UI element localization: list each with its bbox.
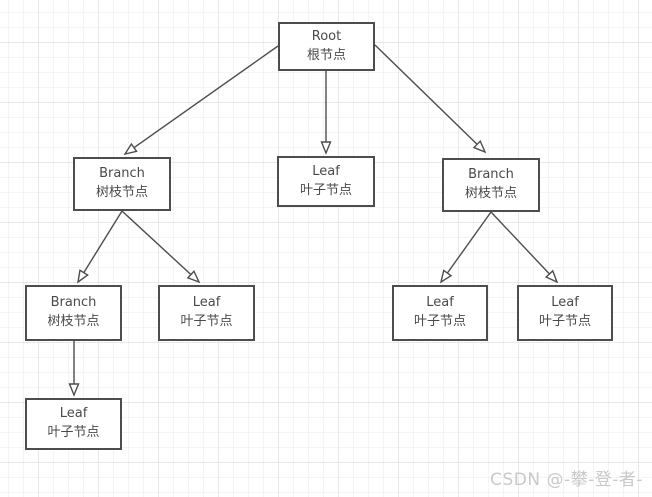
edge-branch-right-to-leaf-right-1[interactable] (441, 211, 492, 282)
node-branch-left[interactable]: Branch 树枝节点 (73, 157, 171, 211)
node-label-zh: 叶子节点 (413, 314, 466, 329)
node-label-zh: 叶子节点 (180, 314, 233, 329)
node-leaf-bottom[interactable]: Leaf 叶子节点 (25, 398, 122, 450)
edge-branch-left-to-leaf-left[interactable] (121, 210, 199, 282)
node-label-en: Leaf (312, 163, 340, 179)
node-label-zh: 叶子节点 (538, 314, 591, 329)
node-label-en: Leaf (192, 295, 221, 311)
node-label-zh: 根节点 (306, 47, 346, 63)
node-label-zh: 叶子节点 (299, 182, 352, 198)
node-label-en: Branch (468, 167, 514, 183)
node-branch-left-2[interactable]: Branch 树枝节点 (25, 285, 122, 341)
node-label-en: Leaf (426, 295, 454, 311)
node-label-en: Leaf (551, 295, 579, 311)
edge-root-to-branch-right[interactable] (374, 44, 485, 152)
node-leaf-left[interactable]: Leaf 叶子节点 (158, 285, 255, 341)
node-label-zh: 叶子节点 (47, 425, 100, 440)
node-label-en: Branch (50, 295, 97, 311)
node-root[interactable]: Root 根节点 (278, 22, 375, 71)
edges-group (74, 44, 557, 395)
node-label-zh: 树枝节点 (95, 185, 148, 200)
node-label-en: Root (311, 28, 342, 44)
node-leaf-right-2[interactable]: Leaf 叶子节点 (517, 285, 613, 341)
edge-branch-right-to-leaf-right-2[interactable] (490, 211, 557, 282)
edge-branch-left-to-branch-left-2[interactable] (78, 210, 123, 282)
node-branch-right[interactable]: Branch 树枝节点 (442, 158, 540, 212)
edge-root-to-branch-left[interactable] (125, 45, 279, 154)
node-leaf-middle[interactable]: Leaf 叶子节点 (277, 156, 375, 207)
node-label-en: Leaf (59, 406, 88, 422)
node-label-zh: 树枝节点 (47, 314, 100, 329)
node-leaf-right-1[interactable]: Leaf 叶子节点 (392, 285, 488, 341)
node-label-zh: 树枝节点 (464, 186, 517, 201)
node-label-en: Branch (99, 166, 145, 182)
